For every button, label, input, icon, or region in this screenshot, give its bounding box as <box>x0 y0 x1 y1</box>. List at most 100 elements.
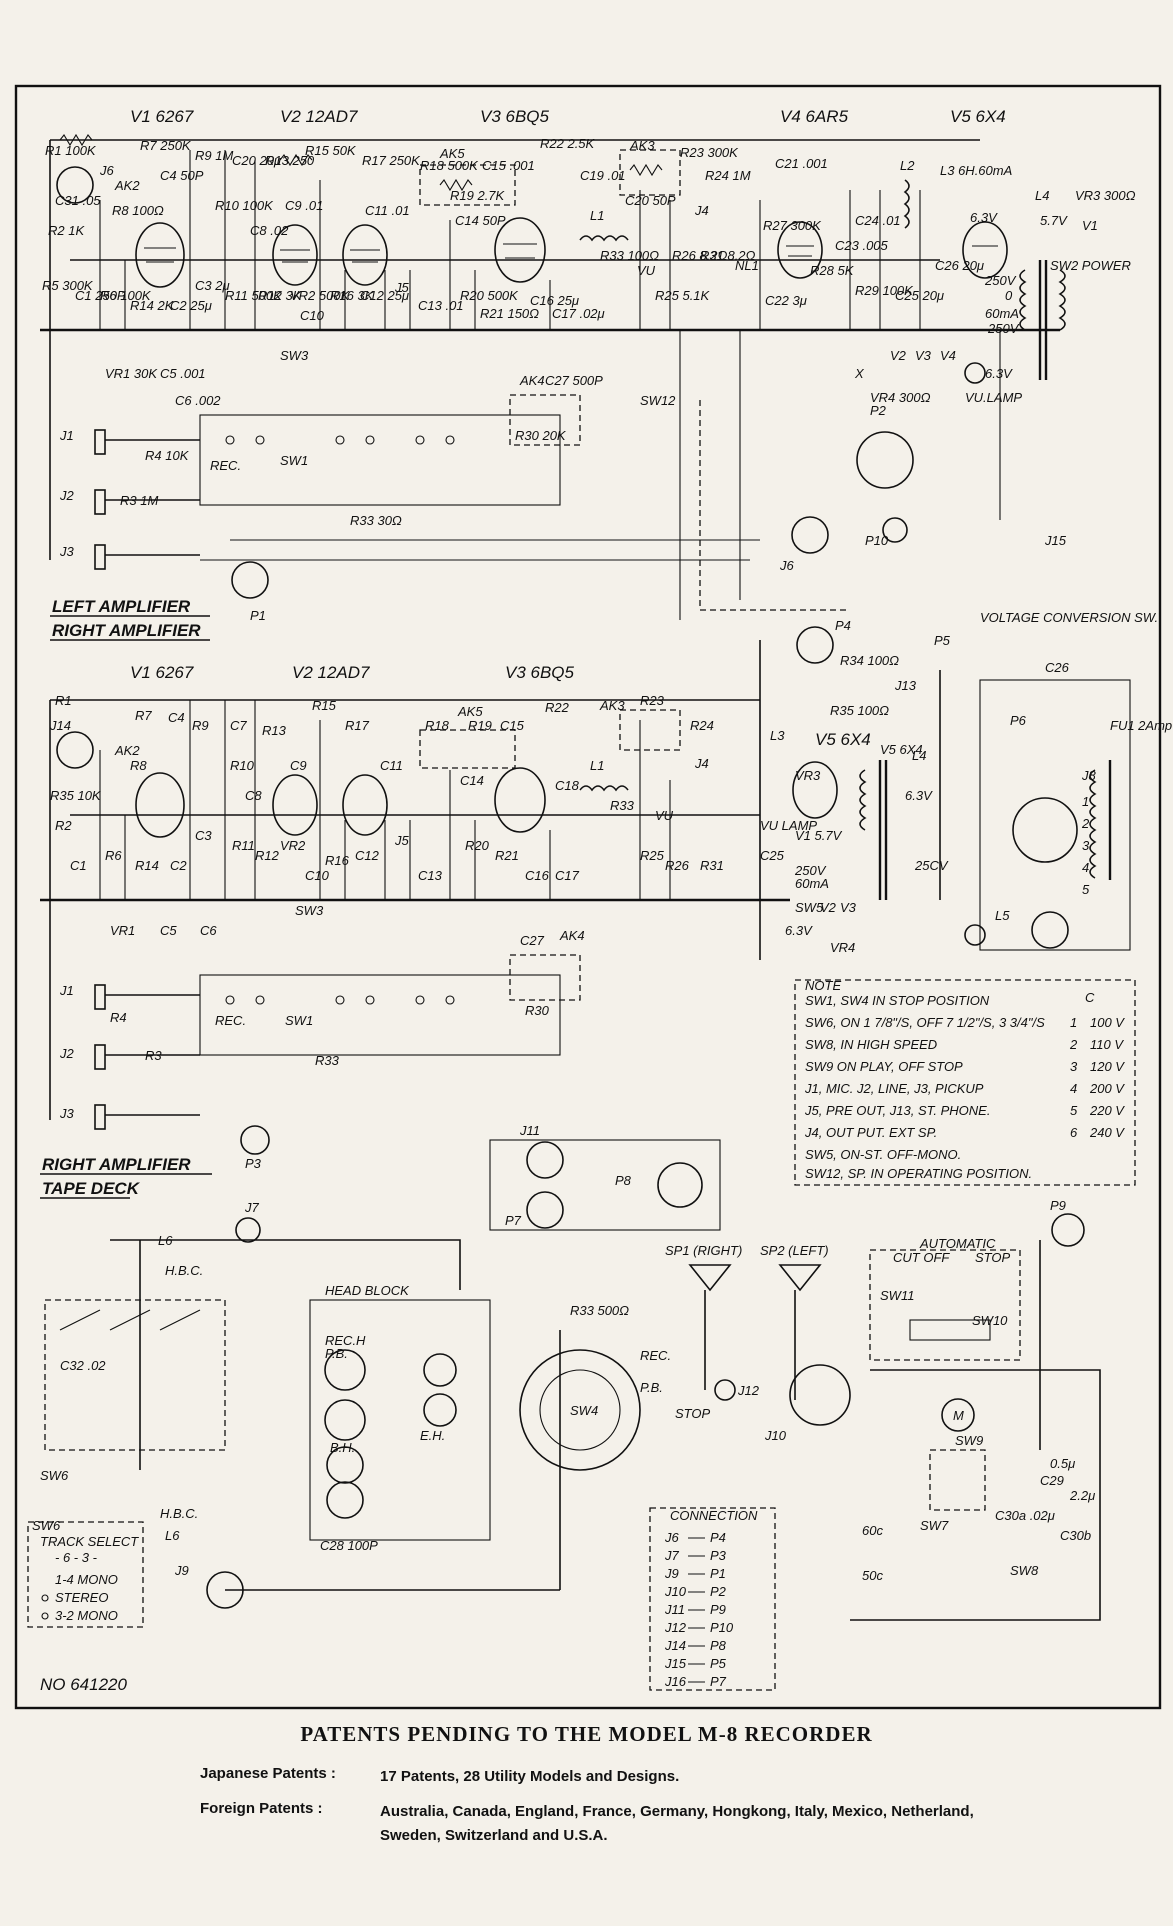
comp-label: SW8 <box>1010 1563 1039 1578</box>
comp-label: L1 <box>590 758 604 773</box>
comp-label: V1 5.7V <box>795 828 843 843</box>
comp-label: SW11 <box>880 1288 914 1303</box>
comp-label: C12 <box>355 848 380 863</box>
comp-label: AK4 <box>559 928 585 943</box>
japanese-patents-value: 17 Patents, 28 Utility Models and Design… <box>380 1768 680 1785</box>
comp-label: J6 <box>99 163 115 178</box>
comp-label: 5 <box>1082 882 1090 897</box>
comp-label: R14 <box>135 858 159 873</box>
comp-label: C13 .01 <box>418 298 464 313</box>
note-voltage-v: 220 V <box>1089 1103 1125 1118</box>
comp-label: REC.H <box>325 1333 366 1348</box>
tube-label: V3 6BQ5 <box>480 107 550 126</box>
comp-label: J14 <box>49 718 71 733</box>
tube-v1 <box>135 222 185 288</box>
comp-label: 250V <box>984 273 1017 288</box>
comp-label: VU <box>637 263 656 278</box>
comp-label: C23 .005 <box>835 238 889 253</box>
comp-label: H.B.C. <box>165 1263 203 1278</box>
tube-label: V5 6X4 <box>815 730 871 749</box>
connection-to: P8 <box>710 1638 727 1653</box>
comp-label: AK5 <box>457 704 483 719</box>
comp-label: V4 <box>940 348 956 363</box>
note-voltage-v: 200 V <box>1089 1081 1125 1096</box>
tube-label: V1 6267 <box>130 663 194 682</box>
note-line: SW5, ON-ST. OFF-MONO. <box>805 1147 961 1162</box>
comp-label: P.B. <box>640 1380 663 1395</box>
comp-label: R10 100K <box>215 198 274 213</box>
comp-label: C20 50P <box>625 193 676 208</box>
tube-v3 <box>494 217 546 283</box>
note-voltage-n: 1 <box>1070 1015 1077 1030</box>
section-left-amplifier: LEFT AMPLIFIER <box>52 597 191 616</box>
comp-label: R17 250K <box>362 153 421 168</box>
comp-label: R21 <box>495 848 519 863</box>
comp-label: 4 <box>1082 860 1089 875</box>
track-select-title: SW6 <box>32 1518 61 1533</box>
comp-label: C29 <box>1040 1473 1064 1488</box>
foreign-patents-label: Foreign Patents : <box>200 1800 323 1817</box>
comp-label: C2 25μ <box>170 298 212 313</box>
stop-label: STOP <box>975 1250 1010 1265</box>
tube-label: V1 6267 <box>130 107 194 126</box>
comp-label: 3 <box>1082 838 1090 853</box>
comp-label: AK2 <box>114 743 140 758</box>
comp-label: R33 <box>610 798 635 813</box>
comp-label: R1 100K <box>45 143 97 158</box>
comp-label: L6 <box>165 1528 180 1543</box>
comp-label: REC. <box>640 1348 671 1363</box>
connection-from: J11 <box>664 1602 685 1617</box>
automatic-label: AUTOMATIC <box>919 1236 996 1251</box>
comp-label: L2 <box>900 158 915 173</box>
note-line: SW9 ON PLAY, OFF STOP <box>805 1059 963 1074</box>
comp-label: 60c <box>862 1523 883 1538</box>
tube-v4 <box>777 221 823 279</box>
comp-label: C25 20μ <box>895 288 944 303</box>
comp-label: R18 500K <box>420 158 479 173</box>
comp-label: VR2 500K <box>290 288 351 303</box>
tube-v2a <box>272 224 318 286</box>
comp-label: VR1 <box>110 923 135 938</box>
comp-label: VR2 <box>280 838 306 853</box>
comp-label: 60mA <box>985 306 1019 321</box>
right-amplifier: V1 6267 V2 12AD7 V3 6BQ5 V5 6X4 <box>40 610 1172 1231</box>
comp-label: AK2 <box>114 178 140 193</box>
comp-label: J8 <box>1081 768 1097 783</box>
comp-label: P8 <box>615 1173 632 1188</box>
comp-label: AK3 <box>599 698 625 713</box>
comp-label: 6.3V <box>985 366 1013 381</box>
connection-from: J16 <box>664 1674 687 1689</box>
comp-label: C14 <box>460 773 484 788</box>
comp-label: C15 .001 <box>482 158 535 173</box>
comp-label: R11 500K <box>225 288 283 303</box>
note-title: NOTE <box>805 978 841 993</box>
comp-label: C27 <box>520 933 545 948</box>
comp-label: AK4 <box>519 373 545 388</box>
comp-label: R25 5.1K <box>655 288 711 303</box>
connection-to: P2 <box>710 1584 727 1599</box>
comp-label: R14 2K <box>130 298 175 313</box>
connection-from: J6 <box>664 1530 680 1545</box>
comp-label: R13 <box>262 723 287 738</box>
comp-label: R19 <box>468 718 492 733</box>
comp-label: P1 <box>250 608 266 623</box>
comp-label: R22 <box>545 700 570 715</box>
note-voltage-n: 6 <box>1070 1125 1078 1140</box>
comp-label: V2 <box>820 900 837 915</box>
comp-label: R12 3K <box>258 288 303 303</box>
tape-deck: J7 L6 H.B.C. C32 .02 SW6 REC.H P.B. B.H.… <box>27 1198 1101 1691</box>
comp-label: R30 20K <box>515 428 567 443</box>
comp-label: C13 <box>418 868 443 883</box>
comp-label: C17 <box>555 868 580 883</box>
comp-label: R16 3K <box>330 288 375 303</box>
comp-label: R31 8.2Ω <box>700 248 756 263</box>
tube-label: V4 6AR5 <box>780 107 849 126</box>
comp-label: NL1 <box>735 258 759 273</box>
comp-label: R23 300K <box>680 145 739 160</box>
comp-label: R27 300K <box>763 218 822 233</box>
comp-label: R6 <box>105 848 122 863</box>
comp-label: REC. <box>210 458 241 473</box>
comp-label: 2.2μ <box>1069 1488 1095 1503</box>
comp-label: C26 <box>1045 660 1070 675</box>
comp-label: R34 100Ω <box>840 653 899 668</box>
